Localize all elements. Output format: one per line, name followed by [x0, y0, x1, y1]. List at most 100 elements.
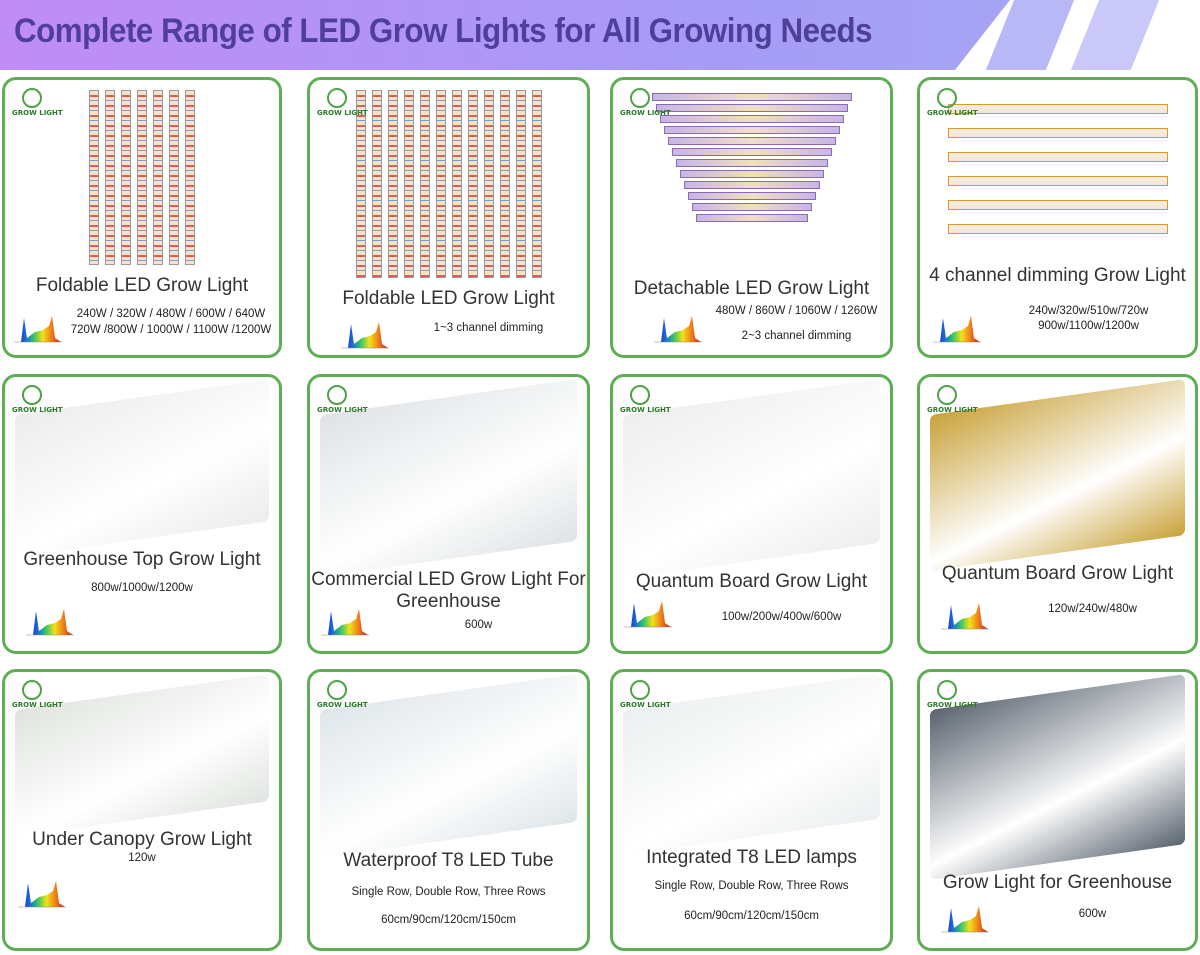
- product-spec: 60cm/90cm/120cm/150cm: [684, 910, 819, 922]
- led-bar: [185, 90, 195, 265]
- logo-icon: [937, 680, 957, 700]
- product-image: [320, 90, 577, 278]
- logo-text: GROW LIGHT: [12, 406, 63, 414]
- product-card[interactable]: GROW LIGHT Detachable LED Grow Light 480…: [610, 77, 893, 358]
- product-title: Greenhouse Top Grow Light: [23, 549, 261, 570]
- led-bar: [137, 90, 147, 265]
- product-title: Integrated T8 LED lamps: [646, 847, 857, 868]
- product-card[interactable]: GROW LIGHT 4 channel dimming Grow Light …: [917, 77, 1198, 358]
- spectrum-chart: [321, 609, 369, 636]
- led-bar: [695, 214, 808, 222]
- product-title: Quantum Board Grow Light: [941, 563, 1174, 584]
- led-bar: [105, 90, 115, 265]
- product-card[interactable]: GROW LIGHT Under Canopy Grow Light 120w: [2, 669, 282, 951]
- led-bar: [675, 159, 828, 167]
- led-bar: [947, 176, 1168, 186]
- led-bar: [659, 115, 844, 123]
- product-card[interactable]: GROW LIGHT Commercial LED Grow Light For…: [307, 374, 590, 654]
- led-bar: [121, 90, 131, 265]
- brand-logo: GROW LIGHT: [927, 385, 978, 414]
- product-card[interactable]: GROW LIGHT Grow Light for Greenhouse 600…: [917, 669, 1198, 951]
- product-image: [930, 674, 1185, 880]
- brand-logo: GROW LIGHT: [12, 88, 63, 117]
- led-bar: [371, 90, 382, 278]
- product-spec: 100w/200w/400w/600w: [721, 611, 842, 623]
- product-spec: 2~3 channel dimming: [741, 330, 852, 342]
- product-title: Waterproof T8 LED Tube: [343, 850, 554, 871]
- led-bar: [679, 170, 824, 178]
- led-bar: [947, 128, 1168, 138]
- product-spec: Single Row, Double Row, Three Rows: [654, 880, 849, 892]
- logo-text: GROW LIGHT: [317, 701, 368, 709]
- product-title: Quantum Board Grow Light: [635, 571, 868, 592]
- logo-text: GROW LIGHT: [12, 109, 63, 117]
- product-spec: 60cm/90cm/120cm/150cm: [381, 914, 516, 926]
- product-card[interactable]: GROW LIGHT Quantum Board Grow Light 120w…: [917, 374, 1198, 654]
- spectrum-chart: [26, 609, 74, 636]
- led-bar: [403, 90, 414, 278]
- page-title: Complete Range of LED Grow Lights for Al…: [14, 12, 873, 50]
- brand-logo: GROW LIGHT: [927, 88, 978, 117]
- product-spec: Single Row, Double Row, Three Rows: [351, 886, 546, 898]
- led-bar: [169, 90, 179, 265]
- spectrum-chart: [654, 316, 702, 343]
- brand-logo: GROW LIGHT: [12, 385, 63, 414]
- logo-text: GROW LIGHT: [317, 109, 368, 117]
- product-spec: 120w/240w/480w: [1048, 603, 1137, 615]
- spectrum-chart: [14, 316, 62, 343]
- header-banner: [0, 0, 1010, 70]
- product-spec: 600w: [1078, 908, 1107, 920]
- logo-text: GROW LIGHT: [620, 406, 671, 414]
- led-bar: [483, 90, 494, 278]
- brand-logo: GROW LIGHT: [317, 88, 368, 117]
- product-card[interactable]: GROW LIGHT Waterproof T8 LED Tube Single…: [307, 669, 590, 951]
- logo-text: GROW LIGHT: [927, 109, 978, 117]
- product-card[interactable]: GROW LIGHT Greenhouse Top Grow Light 800…: [2, 374, 282, 654]
- brand-logo: GROW LIGHT: [620, 88, 671, 117]
- product-title: Foldable LED Grow Light: [35, 275, 249, 296]
- logo-text: GROW LIGHT: [620, 701, 671, 709]
- logo-text: GROW LIGHT: [317, 406, 368, 414]
- product-image: [320, 673, 577, 859]
- product-spec: 600w: [464, 619, 493, 631]
- product-image: [15, 379, 269, 557]
- logo-text: GROW LIGHT: [12, 701, 63, 709]
- led-bar: [515, 90, 526, 278]
- product-title: Foldable LED Grow Light: [342, 288, 555, 309]
- led-bar: [89, 90, 99, 265]
- product-image: [320, 378, 577, 578]
- product-card[interactable]: GROW LIGHT Foldable LED Grow Light 1~3 c…: [307, 77, 590, 358]
- led-bar: [651, 93, 852, 101]
- decor-stripe: [1070, 0, 1160, 70]
- brand-logo: GROW LIGHT: [620, 680, 671, 709]
- logo-icon: [937, 385, 957, 405]
- logo-text: GROW LIGHT: [927, 406, 978, 414]
- product-spec: 1~3 channel dimming: [433, 322, 544, 334]
- led-bar: [687, 192, 816, 200]
- product-image: [15, 674, 269, 837]
- led-bar: [947, 104, 1168, 114]
- led-bar: [683, 181, 820, 189]
- led-bar: [419, 90, 430, 278]
- led-bar: [663, 126, 840, 134]
- product-image: [930, 90, 1185, 255]
- product-title: Detachable LED Grow Light: [633, 278, 870, 299]
- led-bar: [947, 200, 1168, 210]
- product-image: [930, 379, 1185, 571]
- product-card[interactable]: GROW LIGHT Integrated T8 LED lamps Singl…: [610, 669, 893, 951]
- led-bar: [947, 152, 1168, 162]
- logo-icon: [630, 385, 650, 405]
- product-spec: 120w: [128, 852, 156, 864]
- product-image: [623, 673, 880, 856]
- product-card[interactable]: GROW LIGHT Foldable LED Grow Light 240W …: [2, 77, 282, 358]
- brand-logo: GROW LIGHT: [927, 680, 978, 709]
- led-bar: [531, 90, 542, 278]
- product-title: Commercial LED Grow Light For Greenhouse: [311, 569, 586, 612]
- led-bar: [655, 104, 848, 112]
- product-spec: 900w/1100w/1200w: [1038, 320, 1139, 332]
- logo-text: GROW LIGHT: [927, 701, 978, 709]
- spectrum-chart: [941, 906, 989, 933]
- product-spec: 480W / 860W / 1060W / 1260W: [715, 305, 878, 317]
- product-title: Under Canopy Grow Light: [32, 829, 252, 850]
- product-card[interactable]: GROW LIGHT Quantum Board Grow Light 100w…: [610, 374, 893, 654]
